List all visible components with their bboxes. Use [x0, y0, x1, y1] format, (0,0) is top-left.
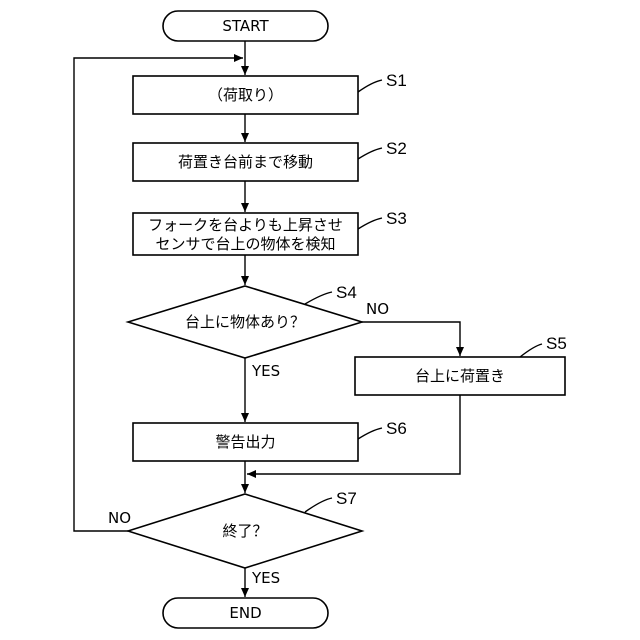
process-s6-text: 警告出力 [215, 433, 275, 451]
process-s1-text: （荷取り） [208, 86, 283, 104]
arrow-s4-s5 [362, 322, 460, 356]
decision-s7-text: 終了？ [222, 522, 267, 540]
leader-s1 [358, 80, 382, 92]
process-s3-text-line1: フォークを台よりも上昇させ [148, 216, 343, 234]
leader-s7 [305, 498, 332, 512]
end-label: END [229, 604, 261, 622]
step-label-s1: S1 [386, 71, 407, 90]
decision-s4-text: 台上に物体あり？ [185, 313, 305, 331]
leader-s5 [520, 344, 542, 357]
process-s3-text-line2: センサで台上の物体を検知 [155, 235, 335, 253]
leader-s4 [305, 292, 332, 304]
leader-s6 [358, 428, 382, 439]
step-label-s3: S3 [386, 209, 407, 228]
s7-no-label: NO [108, 509, 131, 527]
start-label: START [222, 17, 269, 35]
leader-s3 [358, 218, 382, 229]
step-label-s2: S2 [386, 139, 407, 158]
step-label-s6: S6 [386, 419, 407, 438]
step-label-s5: S5 [546, 334, 567, 353]
step-label-s4: S4 [336, 283, 357, 302]
step-label-s7: S7 [336, 489, 357, 508]
process-s5-text: 台上に荷置き [415, 367, 505, 385]
process-s2-text: 荷置き台前まで移動 [178, 153, 313, 171]
s7-yes-label: YES [251, 569, 280, 587]
s4-no-label: NO [366, 300, 389, 318]
s4-yes-label: YES [251, 362, 280, 380]
leader-s2 [358, 148, 382, 159]
